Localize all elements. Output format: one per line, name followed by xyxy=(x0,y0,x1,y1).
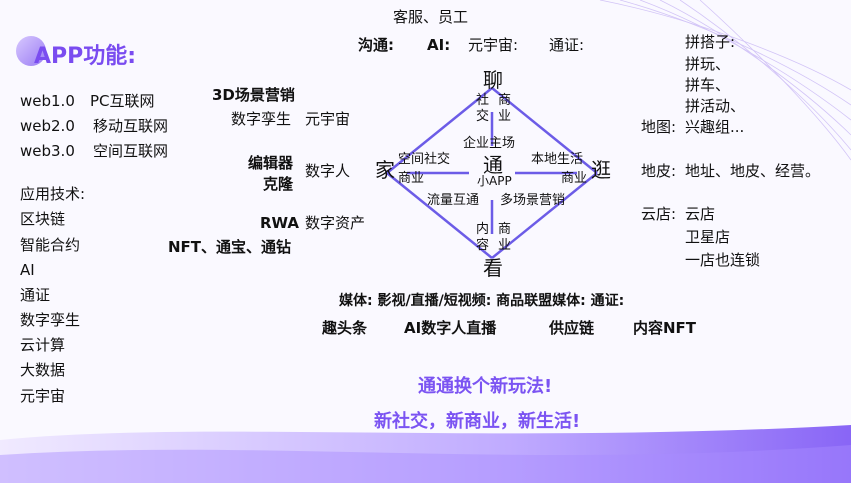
feature-3d-marketing: 3D场景营销 xyxy=(212,86,295,104)
feature-digital-human: 数字人 xyxy=(305,162,351,180)
diamond-edge xyxy=(386,87,493,174)
store-item: 云店 xyxy=(685,205,716,223)
top-label-communication: 沟通: xyxy=(358,36,394,54)
tech-item: 大数据 xyxy=(20,361,66,379)
media-item: 供应链 xyxy=(549,319,595,337)
diamond-diagram xyxy=(386,87,598,259)
node-home: 家 xyxy=(375,158,395,182)
feature-editor: 编辑器 xyxy=(248,154,294,172)
slogan-line1: 通通换个新玩法! xyxy=(418,376,553,397)
store-item: 卫星店 xyxy=(685,228,731,246)
feature-metaverse: 元宇宙 xyxy=(305,110,351,128)
title-decoration xyxy=(16,36,46,66)
top-label-ai: AI: xyxy=(427,36,451,54)
pin-item: 拼活动、 xyxy=(685,97,746,115)
feature-digital-twin: 数字孪生 xyxy=(231,110,292,128)
right-local-life: 本地生活 xyxy=(531,152,584,167)
right-business: 商业 xyxy=(561,171,588,186)
left-business: 商业 xyxy=(398,171,425,186)
web3-label: web3.0 xyxy=(20,142,75,160)
media-item: 内容NFT xyxy=(633,319,697,337)
diamond-edge xyxy=(491,172,598,259)
tech-item: 智能合约 xyxy=(20,236,81,254)
media-item: 趣头条 xyxy=(322,319,368,337)
diamond-edge xyxy=(386,172,493,259)
tech-item: 区块链 xyxy=(20,210,66,228)
page-title: APP功能: xyxy=(34,44,137,69)
node-shop: 逛 xyxy=(591,158,611,182)
media-item: AI数字人直播 xyxy=(404,319,497,337)
top-staff: 客服、员工 xyxy=(393,8,469,26)
node-watch: 看 xyxy=(483,256,503,280)
left-space-social: 空间社交 xyxy=(398,152,451,167)
pin-label: 拼搭子: xyxy=(685,33,736,51)
web3-desc: 空间互联网 xyxy=(93,142,169,160)
tech-heading: 应用技术: xyxy=(20,185,86,203)
feature-digital-asset: 数字资产 xyxy=(305,214,366,232)
top-inner-social: 社交 xyxy=(476,93,490,124)
center-sub: 小APP xyxy=(477,174,512,188)
tech-item: 数字孪生 xyxy=(20,311,81,329)
slogan-line2: 新社交，新商业，新生活! xyxy=(374,411,581,432)
store-label: 云店: xyxy=(641,205,677,223)
diamond-edge xyxy=(491,87,598,174)
land-value: 地址、地皮、经营。 xyxy=(685,162,821,180)
land-label: 地皮: xyxy=(641,162,677,180)
bottom-inner-business: 商业 xyxy=(498,222,512,253)
enterprise-home: 企业主场 xyxy=(463,136,516,151)
top-inner-business: 商业 xyxy=(498,93,512,124)
node-chat: 聊 xyxy=(483,68,503,92)
top-label-token: 通证: xyxy=(549,36,585,54)
tech-item: 云计算 xyxy=(20,336,66,354)
feature-rwa: RWA xyxy=(260,214,300,232)
pin-item: 拼玩、 xyxy=(685,55,731,73)
feature-nft: NFT、通宝、通钻 xyxy=(168,238,292,256)
store-item: 一店也连锁 xyxy=(685,251,761,269)
tech-item: AI xyxy=(20,261,35,279)
map-label: 地图: xyxy=(641,118,677,136)
media-line: 媒体: 影视/直播/短视频: 商品联盟媒体: 通证: xyxy=(339,293,625,309)
web1-desc: PC互联网 xyxy=(90,92,155,110)
web1-label: web1.0 xyxy=(20,92,75,110)
feature-clone: 克隆 xyxy=(263,175,294,193)
traffic-share: 流量互通 xyxy=(427,193,480,208)
web2-label: web2.0 xyxy=(20,117,75,135)
top-label-metaverse: 元宇宙: xyxy=(468,36,519,54)
node-center: 通 xyxy=(483,153,503,177)
pin-item: 兴趣组... xyxy=(685,118,745,136)
pin-item: 拼车、 xyxy=(685,76,731,94)
web2-desc: 移动互联网 xyxy=(93,117,169,135)
bottom-inner-content: 内容 xyxy=(476,222,490,253)
tech-item: 元宇宙 xyxy=(20,387,66,405)
tech-item: 通证 xyxy=(20,286,51,304)
multi-scene: 多场景营销 xyxy=(500,193,566,208)
